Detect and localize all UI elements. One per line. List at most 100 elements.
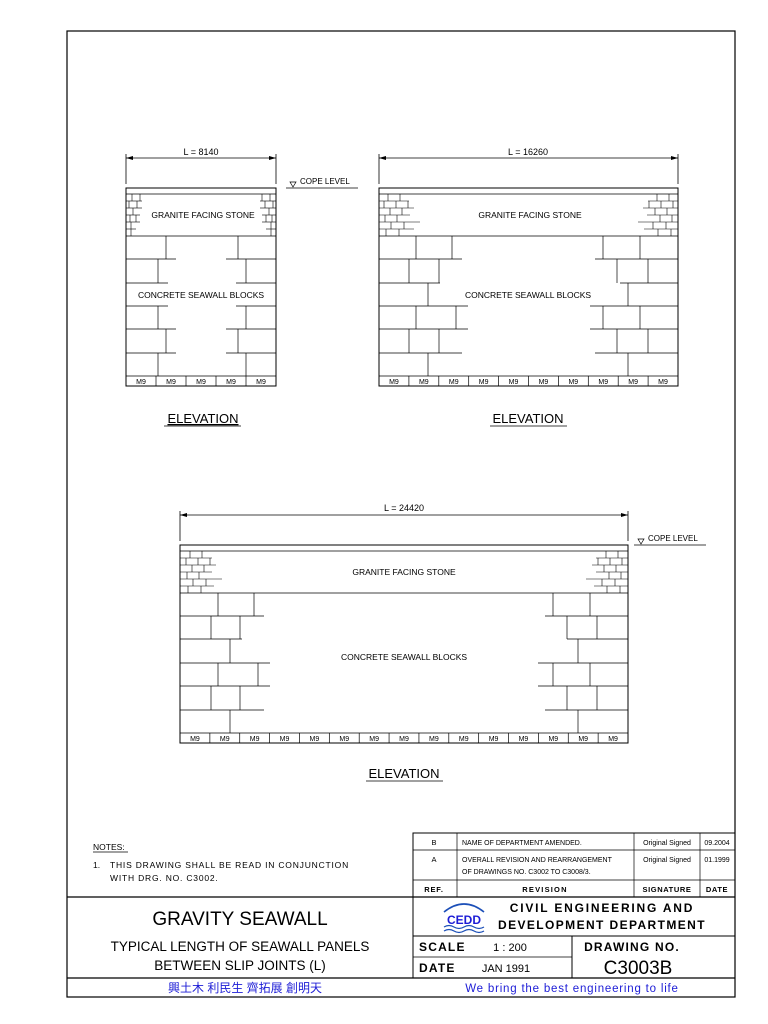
date-value: JAN 1991 [482, 963, 530, 975]
sheet-border [66, 30, 736, 998]
joint-label: M9 [509, 379, 519, 386]
drawing-number-label: DRAWING NO. [584, 940, 680, 954]
drawing-number-value: C3003B [604, 958, 673, 979]
joint-label: M9 [310, 736, 320, 743]
svg-text:REVISION: REVISION [522, 885, 567, 894]
length-label: L = 24420 [384, 503, 424, 513]
date-label: DATE [419, 961, 456, 975]
joint-label: M9 [226, 379, 236, 386]
svg-text:Original Signed: Original Signed [643, 857, 691, 864]
joint-label: M9 [539, 379, 549, 386]
elevation-title: ELEVATION [167, 411, 238, 426]
wall-outline [179, 544, 629, 744]
cedd-logo: CEDD [443, 903, 485, 934]
joint-strip: M9 M9 M9 M9 M9 [136, 376, 266, 386]
length-label: L = 16260 [508, 147, 548, 157]
revision-row: A OVERALL REVISION AND REARRANGEMENT OF … [431, 855, 729, 876]
svg-text:REF.: REF. [424, 885, 443, 894]
granite-facing-label: GRANITE FACING STONE [352, 567, 456, 577]
drawing-title: GRAVITY SEAWALL [152, 909, 327, 930]
joint-label: M9 [190, 736, 200, 743]
concrete-blocks-label: CONCRETE SEAWALL BLOCKS [465, 290, 591, 300]
concrete-block-pattern [126, 236, 276, 376]
joint-label: M9 [548, 736, 558, 743]
note-number: 1. [93, 860, 100, 870]
joint-label: M9 [256, 379, 266, 386]
scale-value: 1 : 200 [493, 942, 527, 954]
svg-text:01.1999: 01.1999 [704, 857, 729, 864]
cope-level-marker: COPE LEVEL [634, 534, 706, 546]
department-name-line-2: DEVELOPMENT DEPARTMENT [498, 918, 706, 932]
granite-facing-label: GRANITE FACING STONE [478, 210, 582, 220]
joint-label: M9 [419, 379, 429, 386]
joint-strip: M9 M9 M9 M9 M9 M9 M9 M9 M9 M9 M9 M9 M9 M9 M9 [190, 733, 618, 743]
svg-text:NAME OF DEPARTMENT AMENDED.: NAME OF DEPARTMENT AMENDED. [462, 840, 582, 847]
concrete-blocks-label: CONCRETE SEAWALL BLOCKS [138, 290, 264, 300]
note-line-1: THIS DRAWING SHALL BE READ IN CONJUNCTIO… [110, 860, 349, 870]
elevation-title: ELEVATION [368, 766, 439, 781]
joint-label: M9 [519, 736, 529, 743]
elevation-title: ELEVATION [492, 411, 563, 426]
joint-label: M9 [136, 379, 146, 386]
joint-label: M9 [166, 379, 176, 386]
revision-header-row: REF. REVISION SIGNATURE DATE [424, 885, 728, 894]
svg-text:SIGNATURE: SIGNATURE [642, 885, 691, 894]
level-triangle-icon [289, 181, 297, 188]
joint-label: M9 [220, 736, 230, 743]
joint-label: M9 [459, 736, 469, 743]
revision-row: B NAME OF DEPARTMENT AMENDED. Original S… [431, 838, 729, 847]
svg-text:OVERALL REVISION AND REARRANGE: OVERALL REVISION AND REARRANGEMENT [462, 857, 613, 864]
joint-label: M9 [389, 379, 399, 386]
department-name-line-1: CIVIL ENGINEERING AND [510, 901, 694, 915]
cope-level-label: COPE LEVEL [648, 534, 698, 543]
granite-brick-pattern [379, 194, 678, 236]
elevation-medium: L = 16260 GRANITE FACING STONE [378, 147, 679, 427]
granite-facing-label: GRANITE FACING STONE [151, 210, 255, 220]
cope-level-label: COPE LEVEL [300, 177, 350, 186]
concrete-block-pattern [379, 236, 678, 376]
joint-label: M9 [568, 379, 578, 386]
joint-label: M9 [598, 379, 608, 386]
joint-label: M9 [339, 736, 349, 743]
drawing-subtitle-line-1: TYPICAL LENGTH OF SEAWALL PANELS [111, 939, 370, 954]
svg-text:B: B [431, 838, 436, 847]
elevation-small: L = 8140 GRANITE FACING STONE [125, 147, 277, 427]
joint-label: M9 [479, 379, 489, 386]
granite-brick-pattern [180, 551, 628, 593]
scale-label: SCALE [419, 940, 466, 954]
joint-label: M9 [658, 379, 668, 386]
drawing-subtitle-line-2: BETWEEN SLIP JOINTS (L) [154, 958, 326, 973]
wall-outline [125, 187, 277, 387]
joint-label: M9 [429, 736, 439, 743]
title-block-frame [67, 896, 735, 979]
cope-level-marker: COPE LEVEL [286, 177, 358, 189]
elevation-large: L = 24420 GRANITE FACING STONE [179, 503, 629, 782]
concrete-blocks-label: CONCRETE SEAWALL BLOCKS [341, 652, 467, 662]
joint-label: M9 [578, 736, 588, 743]
granite-brick-pattern [126, 194, 276, 236]
notes-heading: NOTES: [93, 842, 125, 852]
joint-label: M9 [369, 736, 379, 743]
svg-text:A: A [431, 855, 436, 864]
svg-text:DATE: DATE [706, 885, 728, 894]
note-line-2: WITH DRG. NO. C3002. [110, 873, 219, 883]
svg-text:Original Signed: Original Signed [643, 840, 691, 847]
joint-label: M9 [250, 736, 260, 743]
length-label: L = 8140 [184, 147, 219, 157]
joint-label: M9 [628, 379, 638, 386]
svg-text:09.2004: 09.2004 [704, 840, 729, 847]
chinese-motto: 興土木 利民生 齊拓展 創明天 [168, 981, 322, 995]
joint-label: M9 [489, 736, 499, 743]
concrete-block-pattern [180, 593, 628, 733]
svg-text:OF DRAWINGS NO. C3002 TO C3008: OF DRAWINGS NO. C3002 TO C3008/3. [462, 869, 591, 876]
notes-section: NOTES: 1. THIS DRAWING SHALL BE READ IN … [93, 842, 349, 883]
cedd-logo-text: CEDD [447, 913, 481, 927]
joint-label: M9 [608, 736, 618, 743]
joint-label: M9 [196, 379, 206, 386]
joint-label: M9 [449, 379, 459, 386]
joint-label: M9 [399, 736, 409, 743]
joint-label: M9 [280, 736, 290, 743]
level-triangle-icon [637, 538, 645, 545]
english-motto: We bring the best engineering to life [465, 983, 679, 995]
